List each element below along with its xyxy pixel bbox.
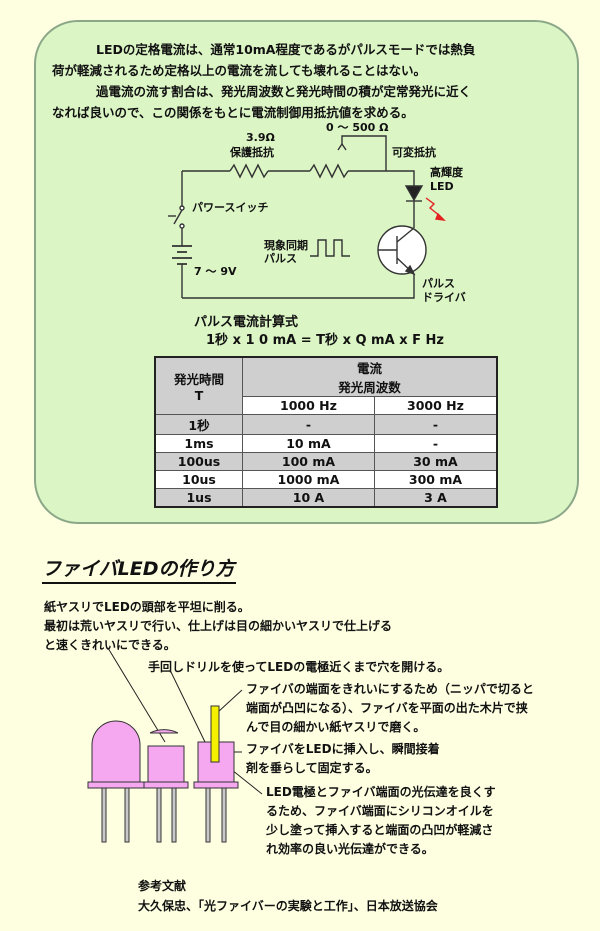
col-header-current-line: 電流 xyxy=(356,361,382,376)
table-row: 1us 10 A 3 A xyxy=(154,488,498,508)
resistor-name: 保護抵抗 xyxy=(230,146,274,159)
intro-line: 過電流の流す割合は、発光周波数と発光時間の積が定常発光に近く xyxy=(96,84,472,99)
pointer-line xyxy=(169,669,206,743)
col-header-freq: 3000 Hz xyxy=(373,396,498,415)
led-symbol xyxy=(404,185,424,202)
step3-line: ファイバの端面をきれいにするため（ニッパで切ると xyxy=(246,682,534,696)
row-value: - xyxy=(373,414,498,435)
led-normal xyxy=(87,720,145,843)
section-title: ファイバLEDの作り方 xyxy=(42,557,237,584)
step5-line: れ効率の良い光伝達ができる。 xyxy=(266,842,434,856)
formula-expression: 1秒 x 1 0 mA = T秒 x Q mA x F Hz xyxy=(206,333,444,348)
switch-contact xyxy=(179,205,185,211)
row-value: 1000 mA xyxy=(242,470,375,489)
pointer-line xyxy=(217,689,243,713)
led-with-fiber xyxy=(193,705,239,843)
row-value: - xyxy=(373,434,498,453)
col-header-time-line: T xyxy=(194,388,204,403)
table-row: 1ms 10 mA - xyxy=(154,434,498,453)
col-header-current-line: 発光周波数 xyxy=(338,380,401,395)
protect-resistor xyxy=(229,163,269,179)
intro-line: LEDの定格電流は、通常10mA程度であるがパルスモードでは熱負 xyxy=(96,42,476,57)
wire-top-right xyxy=(348,170,415,186)
led-illustration xyxy=(87,647,263,843)
battery-label: 7 ～ 9V xyxy=(194,265,237,278)
variable-value: 0 ～ 500 Ω xyxy=(326,121,389,134)
table-row: 1秒 - - xyxy=(154,414,498,435)
intro-line: なれば良いので、この関係をもとに電流制御用抵抗値を求める。 xyxy=(52,105,414,120)
led-cut xyxy=(143,729,189,843)
step1-line: 紙ヤスリでLEDの頭部を平坦に削る。 xyxy=(44,600,250,614)
step1-line: と速くきれいにできる。 xyxy=(44,638,176,652)
step5-line: 少し塗って挿入すると端面の凸凹が軽減さ xyxy=(266,823,494,837)
step5-line: LED電極とファイバ端面の光伝達を良くす xyxy=(266,785,496,799)
formula-title: パルス電流計算式 xyxy=(194,315,299,330)
row-time: 1秒 xyxy=(154,414,243,435)
row-time: 10us xyxy=(154,470,243,489)
row-value: - xyxy=(242,414,375,435)
col-header-freq: 1000 Hz xyxy=(242,396,375,415)
col-header-current: 電流 発光周波数 xyxy=(242,356,498,397)
pointer-line xyxy=(107,647,166,743)
row-value: 10 A xyxy=(242,488,375,508)
step4-line: ファイバをLEDに挿入し、瞬間接着 xyxy=(246,742,440,756)
row-value: 3 A xyxy=(373,488,498,508)
row-value: 30 mA xyxy=(373,452,498,471)
step1-line: 最初は荒いヤスリで行い、仕上げは目の細かいヤスリで仕上げる xyxy=(44,619,393,633)
variable-resistor xyxy=(309,163,349,179)
step3-line: 端面が凸凹になる）、ファイバを平面の出た木片で挟 xyxy=(246,701,528,715)
switch-contact xyxy=(179,223,185,229)
pulse-label-2: パルス xyxy=(264,252,297,265)
pulse-label-1: 現象同期 xyxy=(264,239,308,252)
intro-line: 荷が軽減されるため定格以上の電流を流しても壊れることはない。 xyxy=(52,63,427,78)
resistor-value: 3.9Ω xyxy=(246,131,275,144)
led-label-1: 高輝度 xyxy=(430,166,463,179)
table-row: 100us 100 mA 30 mA xyxy=(154,452,498,471)
pointer-line xyxy=(231,769,263,795)
pulse-waveform xyxy=(310,239,350,257)
step3-line: んで目の細かい紙ヤスリで磨く。 xyxy=(246,720,426,734)
row-time: 1us xyxy=(154,488,243,508)
led-label-2: LED xyxy=(430,180,454,193)
driver-label-1: パルス xyxy=(422,277,455,290)
col-header-time-line: 発光時間 xyxy=(173,372,224,387)
row-value: 10 mA xyxy=(242,434,375,453)
row-value: 100 mA xyxy=(242,452,375,471)
variable-name: 可変抵抗 xyxy=(392,146,436,159)
step4-line: 剤を垂らして固定する。 xyxy=(246,761,378,775)
power-switch xyxy=(173,209,183,225)
intro-text: LEDの定格電流は、通常10mA程度であるがパルスモードでは熱負 荷が軽減される… xyxy=(52,39,552,123)
led-ray xyxy=(425,197,441,217)
step2-text: 手回しドリルを使ってLEDの電極近くまで穴を開ける。 xyxy=(148,660,450,674)
row-time: 1ms xyxy=(154,434,243,453)
row-value: 300 mA xyxy=(373,470,498,489)
step5-line: るため、ファイバ端面にシリコンオイルを xyxy=(266,804,494,818)
col-header-time: 発光時間 T xyxy=(154,356,243,415)
driver-label-2: ドライバ xyxy=(422,291,466,304)
battery-symbol xyxy=(172,245,192,265)
variable-tap xyxy=(341,135,387,171)
row-time: 100us xyxy=(154,452,243,471)
table-row: 10us 1000 mA 300 mA xyxy=(154,470,498,489)
circuit-diagram xyxy=(168,135,446,299)
pulse-current-table: 発光時間 T 電流 発光周波数 1000 Hz 3000 Hz 1秒 - - 1… xyxy=(154,356,498,508)
switch-label: パワースイッチ xyxy=(192,201,269,214)
reference-heading: 参考文献 xyxy=(138,879,187,893)
reference-citation: 大久保忠、「光ファイバーの実験と工作」、日本放送協会 xyxy=(138,899,438,913)
